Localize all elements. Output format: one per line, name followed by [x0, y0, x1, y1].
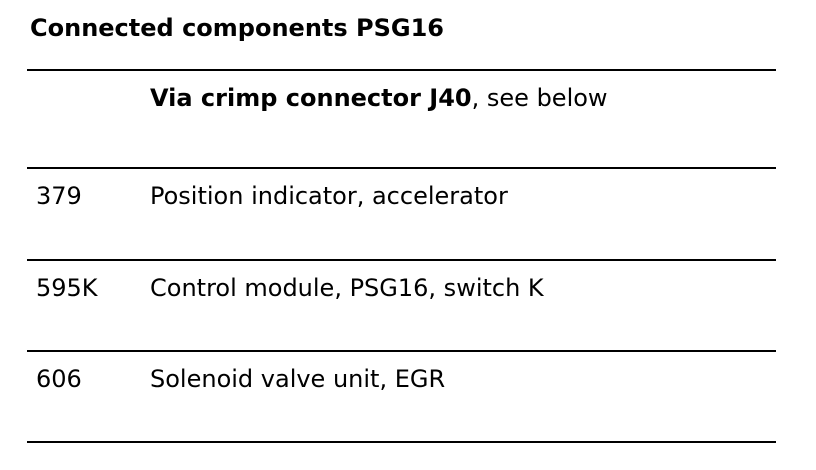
component-description: Position indicator, accelerator: [150, 182, 508, 210]
component-id: 379: [36, 182, 82, 210]
component-description: Control module, PSG16, switch K: [150, 274, 544, 302]
table-top-rule: [27, 69, 776, 71]
row-divider: [27, 259, 776, 261]
row-divider: [27, 350, 776, 352]
table-bottom-rule: [27, 441, 776, 443]
header-row: Via crimp connector J40, see below: [150, 82, 608, 114]
component-id: 606: [36, 365, 82, 393]
component-description: Solenoid valve unit, EGR: [150, 365, 446, 393]
component-id: 595K: [36, 274, 98, 302]
page-title: Connected components PSG16: [30, 14, 444, 42]
row-divider: [27, 167, 776, 169]
connector-label: Via crimp connector J40: [150, 84, 472, 112]
connector-note: , see below: [471, 84, 608, 112]
